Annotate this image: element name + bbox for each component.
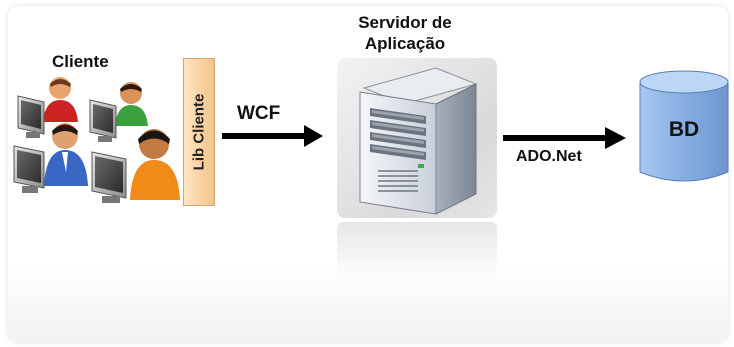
lib-cliente-bar: Lib Cliente bbox=[183, 58, 215, 206]
ado-net-arrow-icon bbox=[503, 127, 626, 149]
server-tower-icon bbox=[359, 67, 478, 215]
server-reflection bbox=[337, 222, 497, 280]
lib-cliente-label: Lib Cliente bbox=[190, 93, 208, 171]
users-at-computers-icon bbox=[13, 77, 180, 203]
servidor-label-line2: Aplicação bbox=[364, 34, 446, 53]
cliente-label: Cliente bbox=[52, 52, 109, 71]
database-cylinder-icon bbox=[639, 70, 729, 182]
ado-net-label: ADO.Net bbox=[516, 148, 582, 165]
servidor-label: Servidor de Aplicação bbox=[340, 12, 470, 54]
servidor-label-line1: Servidor de bbox=[358, 13, 452, 32]
wcf-arrow-icon bbox=[222, 125, 323, 147]
bd-label: BD bbox=[668, 118, 700, 141]
wcf-label: WCF bbox=[237, 103, 281, 124]
